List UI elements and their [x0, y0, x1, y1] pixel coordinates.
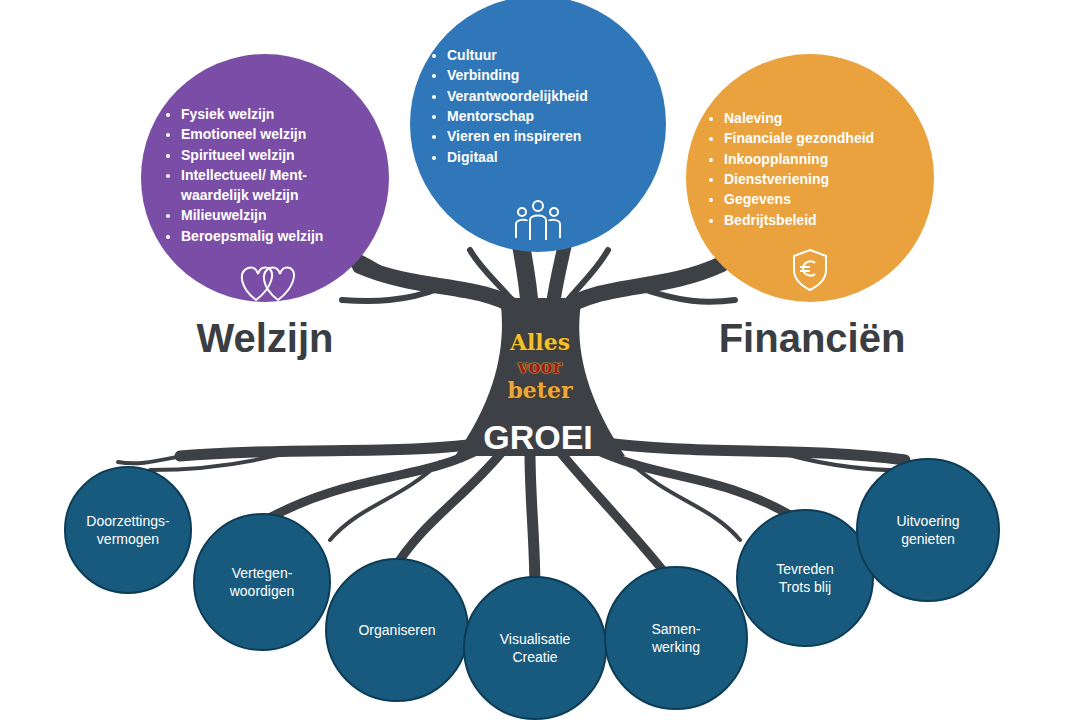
value-circle: Vertegen- woordigen: [193, 513, 331, 651]
list-item: Dienstveriening: [724, 169, 914, 189]
list-item: Milieuwelzijn: [181, 205, 367, 225]
value-text: Doorzettings- vermogen: [86, 512, 169, 548]
value-circle: Organiseren: [325, 558, 469, 702]
list-item: Intellectueel/ Ment- waardelijk welzijn: [181, 165, 367, 206]
list-item: Mentorschap: [447, 106, 647, 126]
list-item: Verbinding: [447, 65, 647, 85]
list-item: Vieren en inspireren: [447, 126, 647, 146]
value-circle: Visualisatie Creatie: [463, 576, 607, 720]
category-circle: CultuurVerbindingVerantwoordelijkheidMen…: [410, 0, 666, 252]
item-list: NalevingFinanciale gezondheidInkoopplann…: [706, 108, 914, 230]
value-text: Organiseren: [358, 621, 435, 639]
category-circle: Fysiek welzijnEmotioneel welzijnSpiritue…: [141, 54, 389, 302]
value-circle: Tevreden Trots blij: [736, 509, 874, 647]
list-item: Beroepsmalig welzijn: [181, 226, 367, 246]
value-text: Visualisatie Creatie: [500, 630, 571, 666]
category-circle: NalevingFinanciale gezondheidInkoopplann…: [686, 54, 934, 302]
list-item: Digitaal: [447, 147, 647, 167]
list-item: Verantwoordelijkheid: [447, 86, 647, 106]
value-text: Uitvoering genieten: [896, 512, 959, 548]
value-circle: Uitvoering genieten: [856, 458, 1000, 602]
item-list: Fysiek welzijnEmotioneel welzijnSpiritue…: [163, 104, 367, 246]
value-circle: Samen- werking: [604, 566, 748, 710]
list-item: Financiale gezondheid: [724, 128, 914, 148]
growth-label: GROEI: [483, 418, 593, 457]
motto-word: Alles: [510, 329, 570, 355]
list-item: Bedrijtsbeleid: [724, 210, 914, 230]
motto-word: beter: [507, 377, 572, 403]
section-heading: Welzijn: [196, 316, 333, 361]
value-text: Vertegen- woordigen: [230, 564, 295, 600]
people-icon: [516, 201, 560, 240]
motto-word: voor: [518, 356, 562, 377]
value-text: Samen- werking: [651, 620, 700, 656]
hearts-icon: [242, 267, 294, 300]
value-circle: Doorzettings- vermogen: [64, 466, 192, 594]
list-item: Naleving: [724, 108, 914, 128]
item-list: CultuurVerbindingVerantwoordelijkheidMen…: [429, 45, 647, 167]
list-item: Emotioneel welzijn: [181, 124, 367, 144]
list-item: Cultuur: [447, 45, 647, 65]
list-item: Gegevens: [724, 189, 914, 209]
section-heading: Financiën: [719, 316, 906, 361]
list-item: Inkoopplanning: [724, 149, 914, 169]
value-text: Tevreden Trots blij: [776, 560, 834, 596]
list-item: Fysiek welzijn: [181, 104, 367, 124]
list-item: Spiritueel welzijn: [181, 145, 367, 165]
shield-euro-icon: [794, 250, 826, 290]
